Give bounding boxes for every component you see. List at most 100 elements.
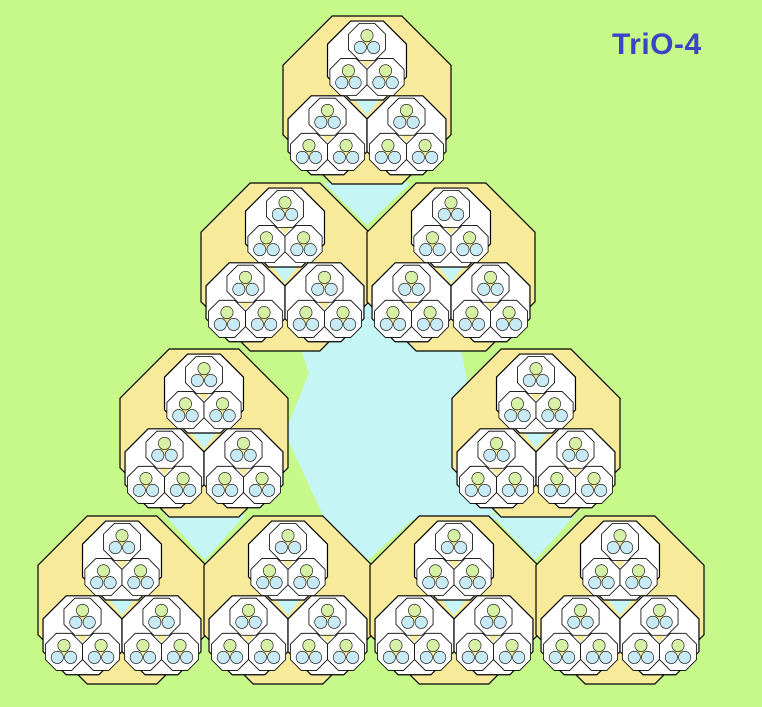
level1-unit	[640, 597, 679, 636]
leaf-circle	[574, 603, 587, 617]
level1-unit	[45, 632, 83, 671]
level1-unit	[226, 264, 265, 303]
level2-unit	[205, 262, 286, 343]
leaf-circle	[300, 564, 313, 578]
leaf-circle	[588, 576, 602, 590]
leaf-circle	[57, 639, 71, 652]
leaf-circle	[139, 472, 153, 485]
leaf-circle	[511, 397, 524, 411]
leaf-circle	[382, 651, 396, 664]
level2-unit	[456, 428, 537, 509]
leaf-circle	[132, 484, 146, 497]
leaf-circle	[548, 651, 562, 664]
leaf-circle	[493, 615, 507, 629]
level1-unit	[185, 356, 223, 394]
leaf-circle	[173, 639, 187, 652]
leaf-circle	[346, 151, 360, 164]
leaf-circle	[464, 484, 478, 497]
leaf-circle	[332, 651, 346, 664]
level1-unit	[575, 465, 613, 504]
leaf-circle	[239, 270, 252, 284]
leaf-circle	[416, 318, 430, 331]
level2-unit	[540, 595, 621, 676]
level1-unit	[308, 97, 347, 136]
leaf-circle	[411, 151, 425, 164]
leaf-circle	[625, 576, 639, 590]
leaf-circle	[190, 374, 204, 387]
leaf-circle	[595, 564, 608, 578]
leaf-circle	[311, 282, 325, 296]
level1-unit	[348, 23, 386, 61]
leaf-circle	[255, 472, 269, 485]
level2-unit	[124, 428, 205, 509]
leaf-circle	[321, 603, 334, 617]
level1-unit	[490, 299, 528, 338]
leaf-circle	[257, 306, 271, 319]
leaf-circle	[204, 374, 218, 387]
level1-unit	[203, 391, 242, 430]
leaf-circle	[248, 484, 262, 497]
level1-unit	[229, 597, 268, 636]
leaf-circle	[179, 397, 192, 411]
leaf-circle	[396, 651, 410, 664]
level1-unit	[493, 632, 531, 671]
leaf-circle	[321, 103, 334, 117]
leaf-circle	[515, 484, 529, 497]
level2-unit	[287, 595, 368, 676]
level1-unit	[248, 632, 287, 671]
leaf-circle	[671, 639, 685, 652]
leaf-circle	[505, 639, 519, 652]
level1-unit	[561, 597, 600, 636]
level1-unit	[580, 632, 619, 671]
leaf-circle	[419, 243, 433, 257]
level1-unit	[416, 558, 455, 597]
level2-unit	[453, 595, 534, 676]
leaf-circle	[469, 243, 483, 257]
level1-unit	[142, 597, 181, 636]
leaf-circle	[158, 436, 171, 450]
leaf-circle	[471, 472, 485, 485]
leaf-circle	[220, 306, 234, 319]
leaf-circle	[324, 282, 338, 296]
leaf-circle	[342, 64, 355, 78]
level2-unit	[579, 520, 661, 601]
leaf-circle	[172, 409, 186, 423]
leaf-circle	[146, 484, 160, 497]
leaf-circle	[461, 651, 475, 664]
leaf-circle	[529, 362, 543, 376]
leaf-circle	[180, 651, 194, 664]
level1-unit	[145, 430, 184, 469]
leaf-circle	[389, 639, 403, 652]
leaf-circle	[285, 208, 299, 221]
leaf-circle	[97, 564, 110, 578]
leaf-circle	[166, 651, 180, 664]
leaf-circle	[243, 448, 257, 462]
leaf-circle	[292, 318, 306, 331]
level1-unit	[164, 465, 203, 504]
leaf-circle	[381, 139, 395, 152]
level1-unit	[327, 632, 365, 671]
level2-unit	[81, 520, 163, 601]
level1-unit	[121, 558, 160, 597]
level1-unit	[455, 632, 494, 671]
level1-unit	[324, 299, 362, 338]
leaf-circle	[211, 484, 225, 497]
level1-unit	[411, 299, 450, 338]
leaf-circle	[348, 76, 362, 90]
leaf-circle	[306, 576, 320, 590]
leaf-circle	[336, 306, 350, 319]
leaf-circle	[353, 41, 367, 54]
leaf-circle	[592, 639, 606, 652]
level2-unit	[410, 187, 492, 268]
level1-unit	[556, 430, 595, 469]
level2-unit	[450, 262, 531, 343]
leaf-circle	[87, 651, 101, 664]
leaf-circle	[601, 576, 615, 590]
leaf-circle	[262, 484, 276, 497]
leaf-circle	[136, 639, 150, 652]
level1-unit	[243, 465, 281, 504]
level1-unit	[452, 299, 491, 338]
gap-region	[492, 515, 575, 560]
leaf-circle	[432, 243, 446, 257]
level1-unit	[621, 632, 660, 671]
